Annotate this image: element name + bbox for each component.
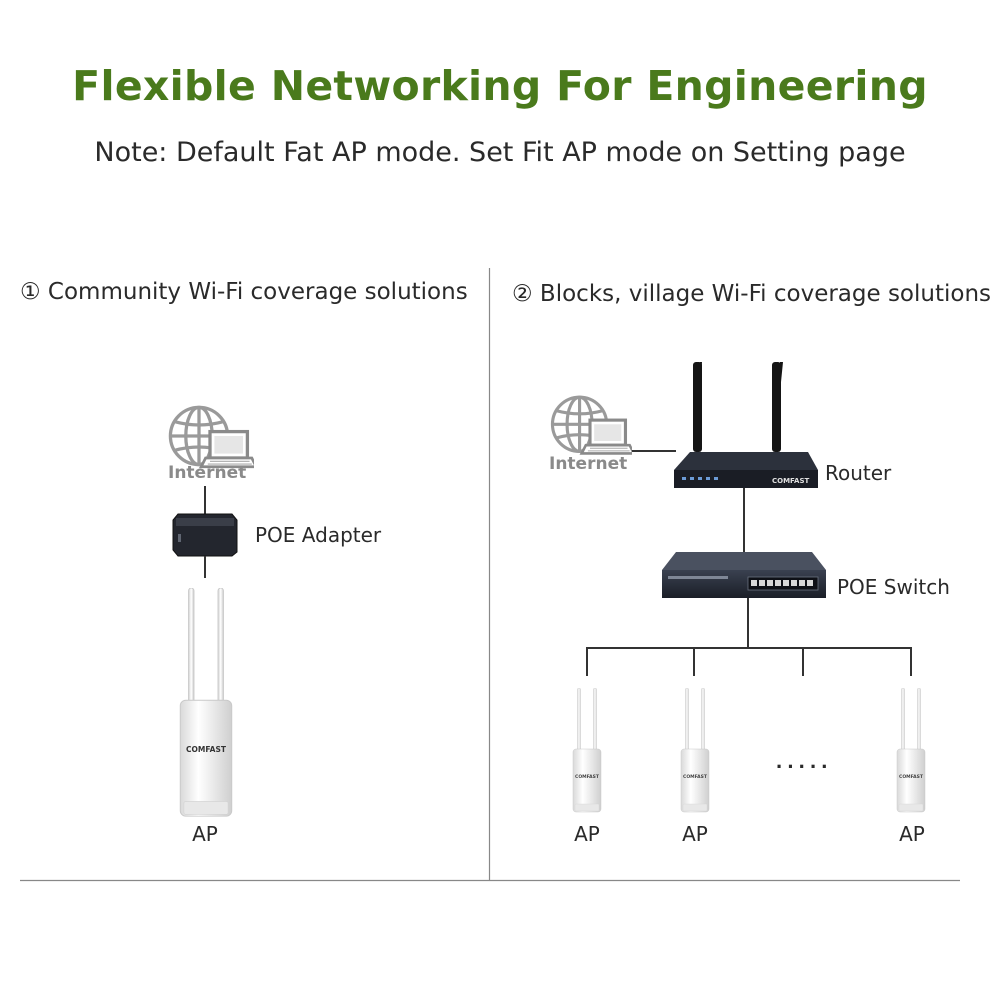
more-aps-ellipsis: ·····: [776, 754, 833, 779]
distribution-lines: [586, 598, 912, 676]
globe-icon: [550, 395, 632, 456]
access-point-icon: [680, 688, 710, 813]
poe-switch-label: POE Switch: [837, 575, 950, 599]
left-ap-label: AP: [192, 822, 218, 846]
access-point-icon: [179, 588, 233, 817]
svg-text:COMFAST: COMFAST: [683, 774, 708, 780]
router-icon: COMFAST: [674, 362, 818, 488]
access-point-icon: [572, 688, 602, 813]
left-section-title: ① Community Wi-Fi coverage solutions: [20, 279, 468, 305]
poe-adapter-icon: [172, 513, 238, 557]
router-label: Router: [825, 461, 892, 485]
right-ap-label-1: AP: [574, 822, 600, 846]
poe-switch-icon: [662, 552, 826, 598]
right-ap-label-2: AP: [682, 822, 708, 846]
ap-brand: COMFAST: [186, 745, 227, 754]
globe-icon: [168, 405, 254, 469]
right-internet-label: Internet: [549, 454, 628, 474]
mode-note: Note: Default Fat AP mode. Set Fit AP mo…: [94, 137, 906, 168]
svg-text:COMFAST: COMFAST: [575, 774, 600, 780]
svg-text:COMFAST: COMFAST: [899, 774, 924, 780]
right-ap-label-3: AP: [899, 822, 925, 846]
left-internet-label: Internet: [168, 463, 247, 483]
page-title: Flexible Networking For Engineering: [72, 62, 928, 110]
right-section-title: ② Blocks, village Wi-Fi coverage solutio…: [512, 281, 992, 307]
poe-adapter-label: POE Adapter: [255, 523, 382, 547]
access-point-icon: [896, 688, 926, 813]
router-brand: COMFAST: [772, 477, 809, 485]
